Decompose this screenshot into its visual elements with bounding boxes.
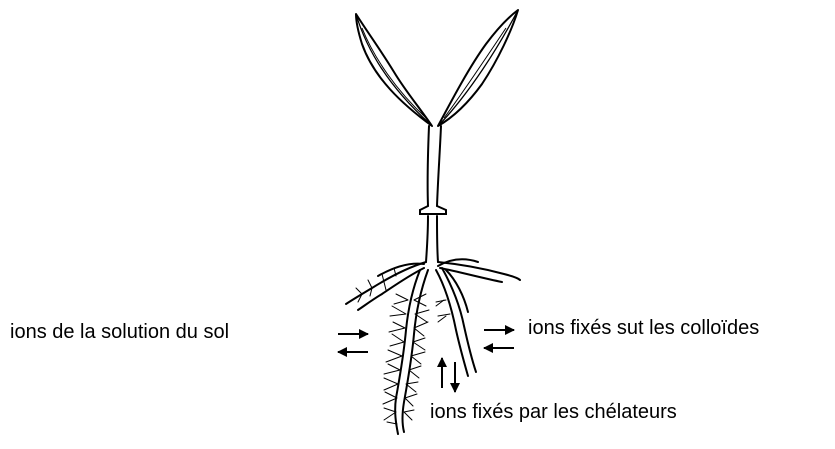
soil-solution-label: ions de la solution du sol <box>10 320 229 344</box>
chelator-arrows <box>442 358 455 392</box>
soil-solution-arrows <box>338 334 368 352</box>
lateral-roots <box>346 259 520 310</box>
colloid-arrows <box>484 330 514 348</box>
stem <box>420 126 446 262</box>
chelator-label: ions fixés par les chélateurs <box>430 400 677 424</box>
colloid-label: ions fixés sut les colloïdes <box>528 316 759 340</box>
right-leaf <box>438 10 518 126</box>
left-leaf <box>356 14 432 126</box>
